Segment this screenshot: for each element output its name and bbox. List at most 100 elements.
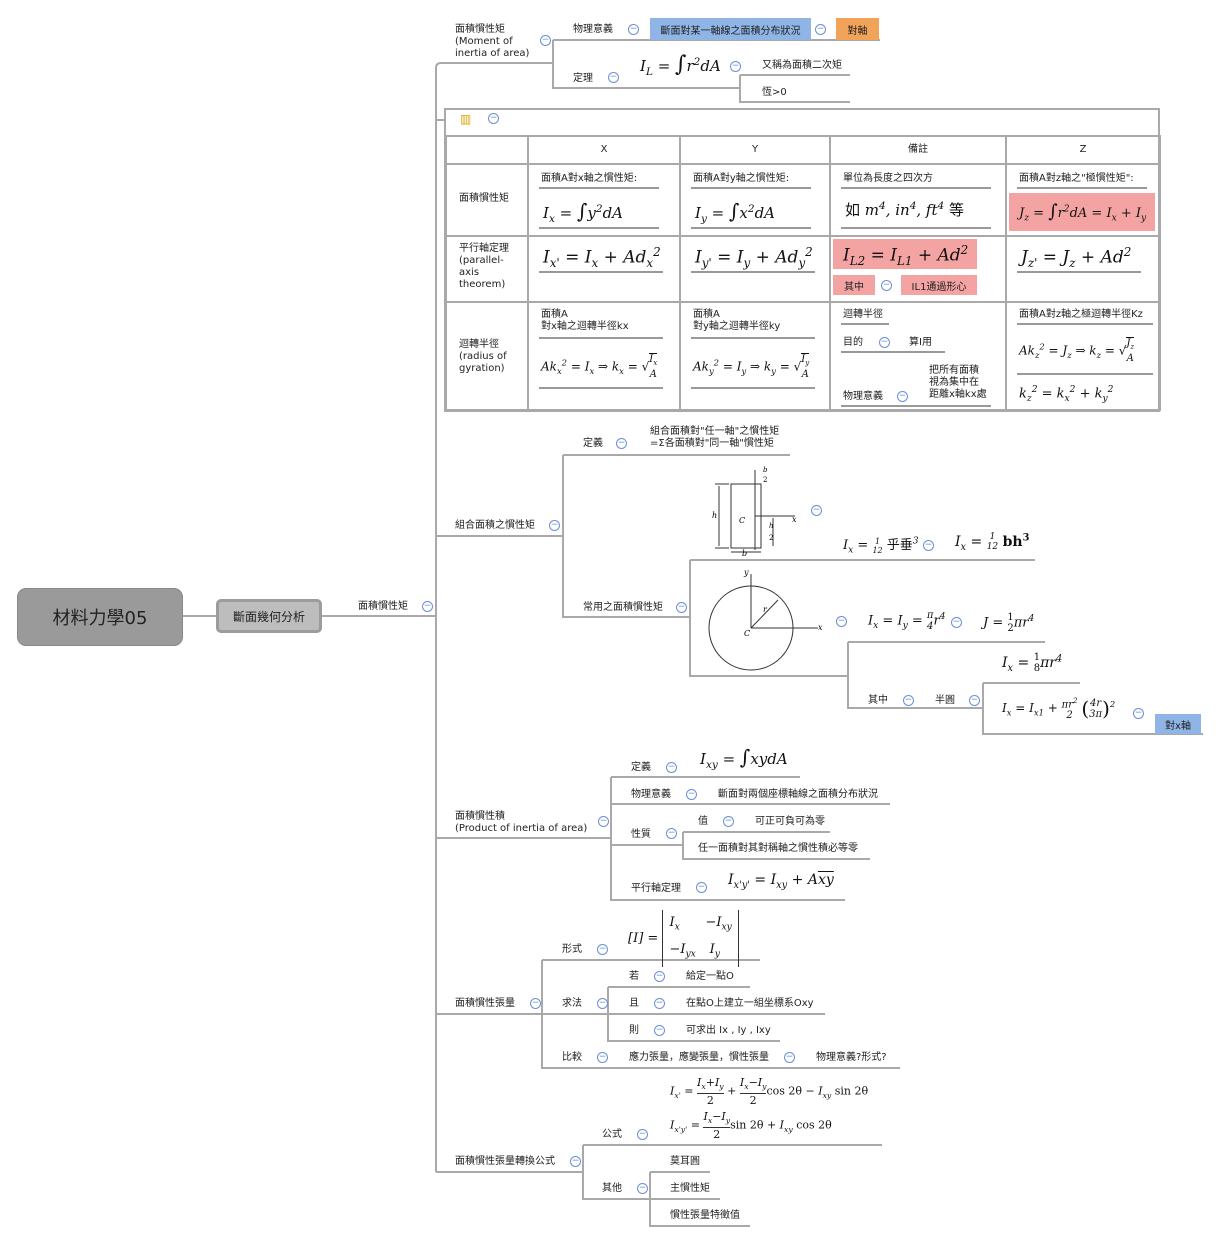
moment-theorem-note1[interactable]: 又稱為面積二次矩 xyxy=(762,60,842,71)
collapse-icon[interactable]: − xyxy=(903,695,914,706)
tensor-compare-value[interactable]: 應力張量，應變張量，慣性張量 xyxy=(629,1052,769,1063)
collapse-icon[interactable]: − xyxy=(616,438,627,449)
collapse-icon[interactable]: − xyxy=(811,505,822,516)
product-label[interactable]: 面積慣性積 (Product of inertia of area) xyxy=(455,811,588,834)
collapse-icon[interactable]: − xyxy=(598,816,609,827)
level2-label[interactable]: 面積慣性矩 xyxy=(358,601,408,612)
formula-units: 如 m4, in4, ft4 等 xyxy=(845,200,964,219)
root-node[interactable]: 材料力學05 xyxy=(17,588,183,646)
composite-definition-label[interactable]: 定義 xyxy=(583,438,603,449)
collapse-icon[interactable]: − xyxy=(654,1025,665,1036)
note-sub-value[interactable]: IL1通過形心 xyxy=(901,275,977,295)
collapse-icon[interactable]: − xyxy=(540,35,551,46)
section-label: 斷面幾何分析 xyxy=(232,609,305,624)
common-label[interactable]: 常用之面積慣性矩 xyxy=(583,602,663,613)
composite-definition-value[interactable]: 組合面積對"任一軸"之慣性矩 =Σ各面積對"同一軸"慣性矩 xyxy=(650,426,780,449)
collapse-icon[interactable]: − xyxy=(723,816,734,827)
collapse-icon[interactable]: − xyxy=(676,602,687,613)
tensor-then-value[interactable]: 可求出 Ix , Iy , Ixy xyxy=(686,1025,771,1036)
tensor-if-label[interactable]: 若 xyxy=(629,971,639,982)
moment-theorem-label[interactable]: 定理 xyxy=(573,73,593,84)
svg-text:b: b xyxy=(763,466,768,474)
tensor-if-value[interactable]: 給定一點O xyxy=(686,971,734,982)
section-node[interactable]: 斷面幾何分析 xyxy=(216,599,322,633)
tensor-compare-label[interactable]: 比較 xyxy=(562,1052,582,1063)
formula-iy: Iy = ∫x2dA xyxy=(695,199,775,225)
composite-label[interactable]: 組合面積之慣性矩 xyxy=(455,520,535,531)
note-sub-label[interactable]: 其中 xyxy=(833,275,875,295)
collapse-icon[interactable]: − xyxy=(597,944,608,955)
product-physical-value[interactable]: 斷面對兩個座標軸線之面積分布狀況 xyxy=(718,789,878,800)
collapse-icon[interactable]: − xyxy=(881,280,892,291)
collapse-icon[interactable]: − xyxy=(879,337,890,348)
tensor-label[interactable]: 面積慣性張量 xyxy=(455,998,515,1009)
table-cell: Jz' = Jz + Ad2 xyxy=(1005,235,1161,303)
moment-physical-label[interactable]: 物理意義 xyxy=(573,24,613,35)
semi-label[interactable]: 其中 xyxy=(868,695,888,706)
product-property-label[interactable]: 性質 xyxy=(631,829,651,840)
formula-parallel-y: Iy' = Iy + Ady2 xyxy=(695,245,813,271)
table-cell: 迴轉半徑 目的 − 算I用 物理意義 − 把所有面積 視為集中在 距離x軸kx處 xyxy=(829,301,1007,411)
product-value-label[interactable]: 值 xyxy=(698,816,708,827)
moment-physical-tag[interactable]: 對軸 xyxy=(836,18,879,40)
svg-text:h: h xyxy=(769,522,774,530)
product-physical-label[interactable]: 物理意義 xyxy=(631,789,671,800)
transform-formula-label[interactable]: 公式 xyxy=(602,1129,622,1140)
transform-other-item[interactable]: 主慣性矩 xyxy=(670,1183,710,1194)
table-header-z: Z xyxy=(1005,135,1161,165)
collapse-icon[interactable]: − xyxy=(923,540,934,551)
collapse-icon[interactable]: − xyxy=(570,1156,581,1167)
product-value[interactable]: 可正可負可為零 xyxy=(755,816,825,827)
svg-text:2: 2 xyxy=(763,476,767,484)
table-header-note: 備註 xyxy=(829,135,1007,165)
collapse-icon[interactable]: − xyxy=(654,971,665,982)
collapse-icon[interactable]: − xyxy=(637,1183,648,1194)
collapse-icon[interactable]: − xyxy=(1133,708,1144,719)
collapse-icon[interactable]: − xyxy=(696,882,707,893)
product-parallel-label[interactable]: 平行軸定理 xyxy=(631,883,681,894)
moment-label[interactable]: 面積慣性矩 (Moment of inertia of area) xyxy=(455,24,530,59)
collapse-icon[interactable]: − xyxy=(654,998,665,1009)
collapse-icon[interactable]: − xyxy=(666,828,677,839)
collapse-icon[interactable]: − xyxy=(666,762,677,773)
tensor-form-label[interactable]: 形式 xyxy=(562,944,582,955)
collapse-icon[interactable]: − xyxy=(637,1129,648,1140)
collapse-icon[interactable]: − xyxy=(597,1052,608,1063)
tensor-then-label[interactable]: 則 xyxy=(629,1025,639,1036)
collapse-icon[interactable]: − xyxy=(897,391,908,402)
collapse-icon[interactable]: − xyxy=(488,113,499,124)
collapse-icon[interactable]: − xyxy=(686,789,697,800)
semi-tag[interactable]: 對x軸 xyxy=(1155,714,1201,734)
collapse-icon[interactable]: − xyxy=(422,601,433,612)
table-cell: 面積A對x軸之慣性矩: Ix = ∫y2dA xyxy=(527,163,681,237)
moment-theorem-note2[interactable]: 恆>0 xyxy=(762,87,787,98)
collapse-icon[interactable]: − xyxy=(815,24,826,35)
tensor-method-label[interactable]: 求法 xyxy=(562,998,582,1009)
collapse-icon[interactable]: − xyxy=(784,1052,795,1063)
collapse-icon[interactable]: − xyxy=(549,520,560,531)
transform-other-item[interactable]: 莫耳圓 xyxy=(670,1156,700,1167)
collapse-icon[interactable]: − xyxy=(969,695,980,706)
tensor-compare-question[interactable]: 物理意義?形式? xyxy=(816,1052,887,1063)
product-symmetric[interactable]: 任一面積對其對稱軸之慣性積必等零 xyxy=(698,843,858,854)
semi-value[interactable]: 半圓 xyxy=(935,695,955,706)
transform-other-item[interactable]: 慣性張量特徵值 xyxy=(670,1210,740,1221)
collapse-icon[interactable]: − xyxy=(530,998,541,1009)
collapse-icon[interactable]: − xyxy=(597,998,608,1009)
collapse-icon[interactable]: − xyxy=(730,61,741,72)
moment-theorem-formula: IL = ∫r2dA xyxy=(640,52,721,78)
tensor-and-label[interactable]: 且 xyxy=(629,998,639,1009)
svg-text:x: x xyxy=(818,623,823,632)
tensor-and-value[interactable]: 在點O上建立一組坐標系Oxy xyxy=(686,998,814,1009)
product-definition-label[interactable]: 定義 xyxy=(631,762,651,773)
collapse-icon[interactable]: − xyxy=(628,24,639,35)
table-icon[interactable]: ▥ xyxy=(460,112,472,126)
collapse-icon[interactable]: − xyxy=(608,72,619,83)
transform-other-label[interactable]: 其他 xyxy=(602,1183,622,1194)
collapse-icon[interactable]: − xyxy=(951,617,962,628)
collapse-icon[interactable]: − xyxy=(836,616,847,627)
transform-label[interactable]: 面積慣性張量轉換公式 xyxy=(455,1156,555,1167)
moment-physical-value[interactable]: 斷面對某一軸線之面積分布狀況 xyxy=(650,18,811,40)
